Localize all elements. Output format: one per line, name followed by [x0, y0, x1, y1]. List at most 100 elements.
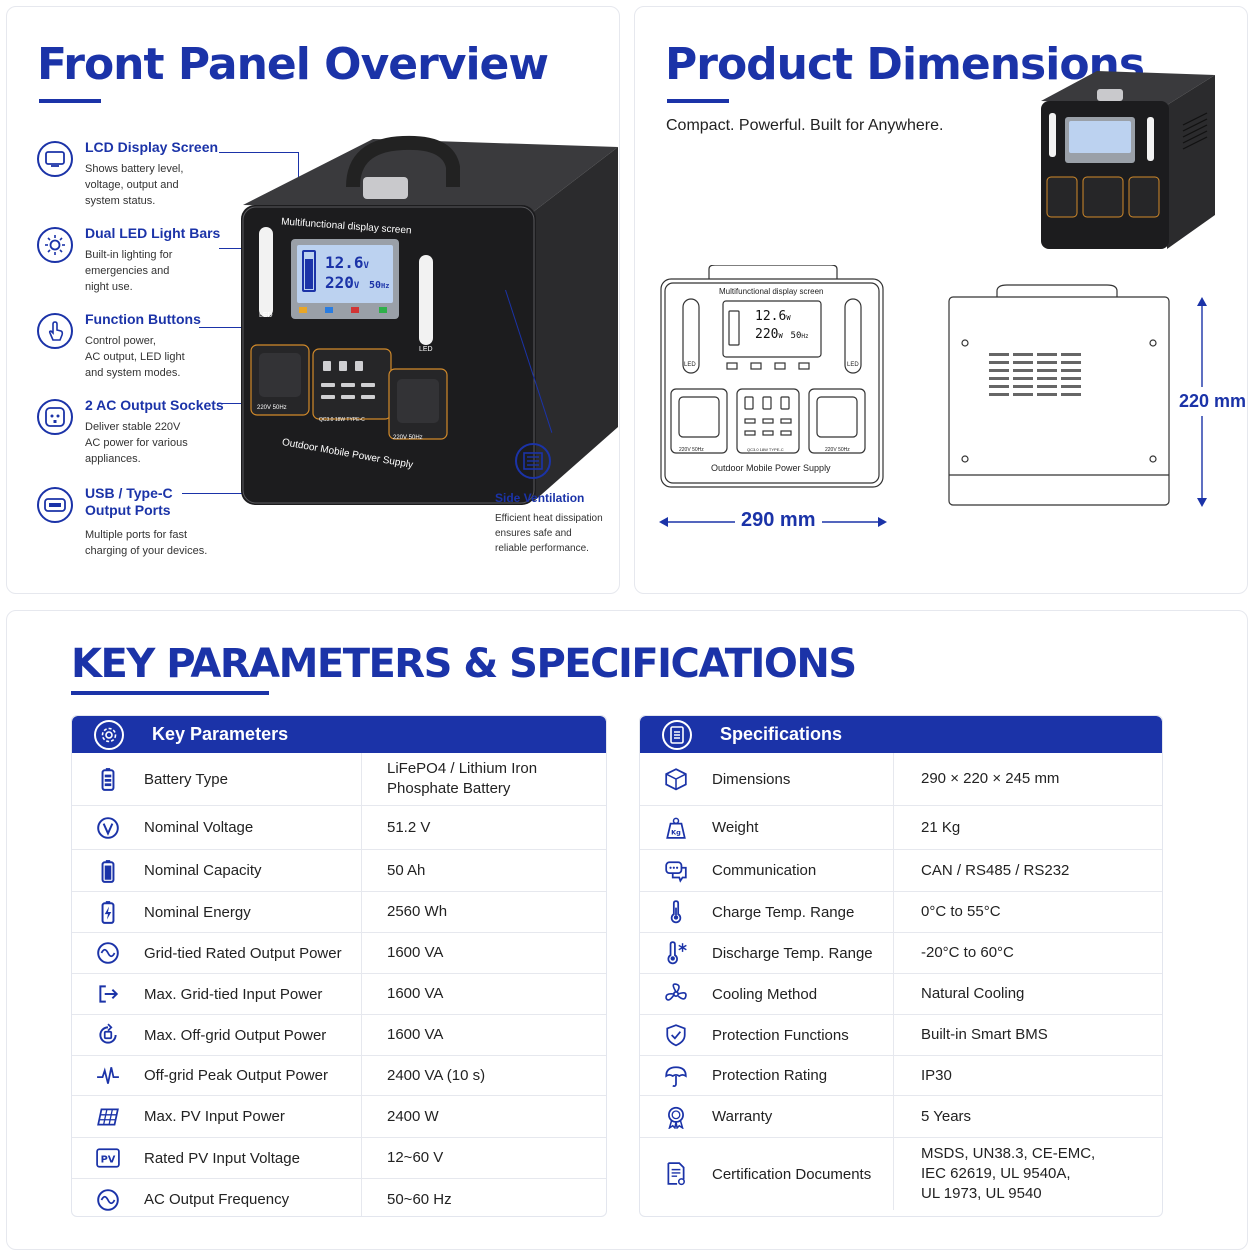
table-row: Discharge Temp. Range-20°C to 60°C	[640, 933, 1162, 974]
column-divider	[893, 933, 894, 973]
vent-title: Side Ventilation	[495, 491, 585, 505]
column-divider	[893, 850, 894, 891]
table-row: Certification Documents MSDS, UN38.3, CE-…	[640, 1138, 1162, 1210]
column-divider	[361, 1179, 362, 1216]
column-divider	[361, 974, 362, 1014]
power-station-image	[241, 135, 618, 505]
row-value: 2400 VA (10 s)	[387, 1066, 486, 1084]
column-divider	[893, 1138, 894, 1210]
battery-icon	[72, 767, 144, 791]
voltage-v-icon	[72, 816, 144, 840]
award-medal-icon	[640, 1105, 712, 1129]
column-divider	[361, 1138, 362, 1178]
device-lcd-ac: 220V 50Hz	[325, 273, 390, 292]
table-row: AC Output Frequency 50~60 Hz	[72, 1179, 606, 1216]
table-row: Protection Functions Built-in Smart BMS	[640, 1015, 1162, 1056]
row-label: Certification Documents	[712, 1165, 872, 1183]
drawing-ports: QC3.0 18W TYPE-C	[747, 447, 784, 452]
row-label: Max. Off-grid Output Power	[144, 1026, 327, 1044]
document-list-icon	[662, 719, 692, 750]
side-line-drawing	[948, 284, 1170, 506]
width-label: 290 mm	[735, 509, 822, 532]
title-underline	[71, 691, 269, 695]
row-label: AC Output Frequency	[144, 1191, 290, 1208]
row-label: Protection Functions	[712, 1026, 849, 1044]
drawing-socket: 220V 50Hz	[825, 447, 850, 453]
row-value: 12~60 V	[387, 1149, 444, 1166]
column-divider	[893, 806, 894, 849]
front-panel-card: Front Panel Overview LCD Display Screen …	[6, 6, 620, 594]
table-row: Dimensions 290 × 220 × 245 mm	[640, 753, 1162, 806]
specs-title: KEY PARAMETERS & SPECIFICATIONS	[71, 641, 857, 687]
energy-bolt-icon	[72, 900, 144, 924]
lcd-screen-icon	[37, 141, 73, 177]
sine-wave-icon	[72, 941, 144, 965]
row-value: 50~60 Hz	[387, 1190, 452, 1208]
row-label: Weight	[712, 819, 759, 836]
row-value: MSDS, UN38.3, CE-EMC,IEC 62619, UL 9540A…	[921, 1145, 1096, 1202]
callout-line	[182, 493, 284, 494]
svg-text:PV: PV	[101, 1154, 116, 1165]
drawing-lcd-bottom: 220W 50Hz	[755, 327, 809, 342]
chat-bubbles-icon	[640, 859, 712, 883]
row-label: Off-grid Peak Output Power	[144, 1067, 328, 1084]
table-row: Protection Rating IP30	[640, 1056, 1162, 1096]
row-label: Max. PV Input Power	[144, 1108, 285, 1125]
dimensions-card: Product Dimensions Compact. Powerful. Bu…	[634, 6, 1248, 594]
row-value: 290 × 220 × 245 mm	[921, 770, 1060, 787]
drawing-led: LED	[684, 362, 696, 368]
pv-label-icon: PV	[72, 1146, 144, 1170]
row-label: Nominal Energy	[144, 903, 251, 921]
feature-title: LCD Display Screen	[85, 139, 219, 155]
title-underline	[39, 99, 101, 103]
column-divider	[361, 1096, 362, 1137]
row-label: Charge Temp. Range	[712, 903, 855, 921]
specifications-table: Specifications Dimensions 290 × 220 × 245…	[639, 715, 1163, 1217]
column-divider	[361, 850, 362, 891]
device-lcd-voltage: 12.6V	[325, 253, 369, 272]
vent-grille-icon	[515, 443, 551, 479]
product-photo-small	[1041, 71, 1215, 249]
svg-text:Kg: Kg	[671, 828, 681, 836]
row-value: 1600 VA	[387, 1026, 444, 1043]
ac-socket-icon	[37, 399, 73, 435]
row-value: Built-in Smart BMS	[921, 1026, 1048, 1043]
row-label: Max. Grid-tied Input Power	[144, 985, 323, 1003]
callout-line	[219, 248, 259, 249]
row-value: Natural Cooling	[921, 985, 1025, 1002]
sun-light-icon	[37, 227, 73, 263]
row-label: Protection Rating	[712, 1067, 828, 1084]
column-divider	[361, 892, 362, 932]
row-value: 0°C to 55°C	[921, 903, 1001, 920]
weight-kg-icon: Kg	[640, 816, 712, 840]
led-label: LED	[259, 312, 273, 319]
column-divider	[361, 806, 362, 849]
shield-check-icon	[640, 1023, 712, 1047]
specs-card: KEY PARAMETERS & SPECIFICATIONS Key Para…	[6, 610, 1248, 1250]
title-underline	[667, 99, 729, 103]
hand-press-icon	[37, 313, 73, 349]
column-divider	[893, 753, 894, 805]
input-arrow-icon	[72, 982, 144, 1006]
solar-panel-icon	[72, 1105, 144, 1129]
column-divider	[361, 753, 362, 805]
row-value: IP30	[921, 1066, 952, 1084]
specifications-header: Specifications	[640, 716, 1162, 753]
row-label: Discharge Temp. Range	[712, 944, 873, 962]
column-divider	[893, 1096, 894, 1137]
row-value: 5 Years	[921, 1107, 972, 1125]
pulse-peak-icon	[72, 1064, 144, 1088]
table-row: Off-grid Peak Output Power 2400 VA (10 s)	[72, 1056, 606, 1096]
row-label: Dimensions	[712, 770, 791, 788]
